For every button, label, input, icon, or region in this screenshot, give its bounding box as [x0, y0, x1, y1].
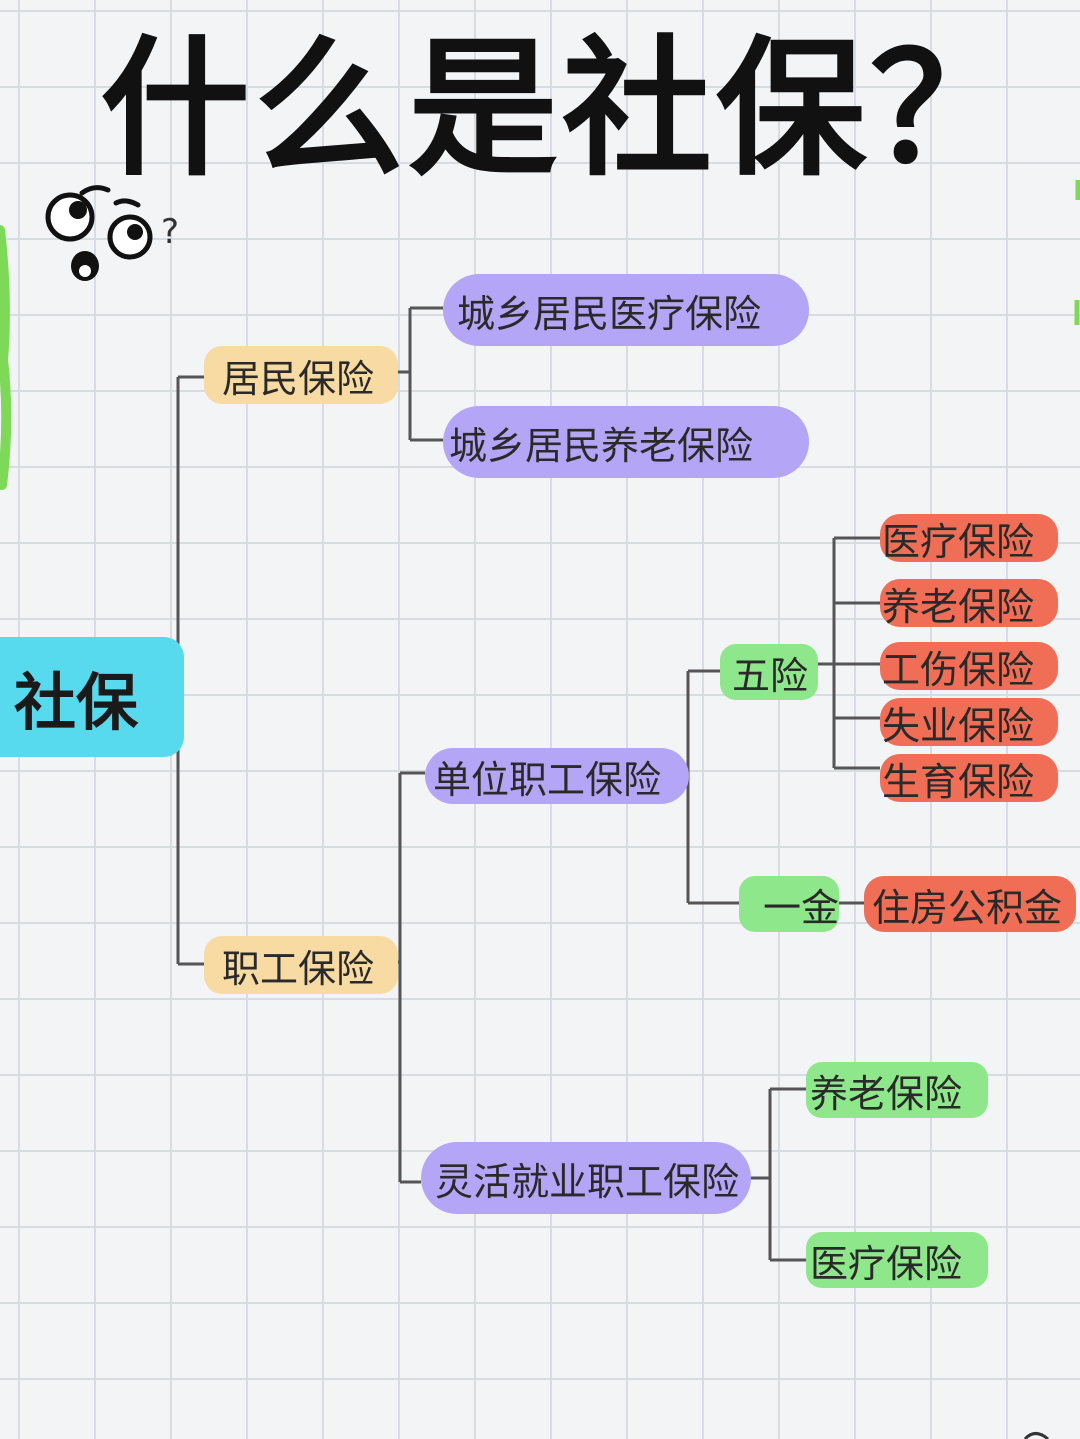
node-urban-rural-medical-label: 城乡居民医疗保险	[457, 291, 762, 336]
node-medical: 医疗保险	[880, 514, 1058, 564]
green-scribble-left	[0, 225, 12, 490]
node-work-injury: 工伤保险	[880, 642, 1058, 692]
node-flex-pension-label: 养老保险	[810, 1071, 963, 1116]
node-urban-rural-medical: 城乡居民医疗保险	[443, 274, 809, 346]
node-work-injury-label: 工伤保险	[882, 647, 1035, 692]
node-flexible-employee-insurance-label: 灵活就业职工保险	[435, 1159, 740, 1204]
node-one-fund: 一金	[739, 876, 839, 932]
node-one-fund-label: 一金	[763, 885, 840, 930]
green-scribble-right	[1074, 180, 1080, 325]
node-flexible-employee-insurance: 灵活就业职工保险	[421, 1142, 751, 1214]
node-medical-label: 医疗保险	[882, 519, 1035, 564]
node-unemployment-label: 失业保险	[882, 703, 1035, 748]
node-five-insurances: 五险	[720, 644, 818, 700]
node-employee-insurance: 职工保险	[204, 936, 398, 994]
node-pension: 养老保险	[880, 579, 1058, 629]
question-mark-icon: ?	[161, 212, 179, 252]
node-urban-rural-pension-label: 城乡居民养老保险	[449, 423, 754, 468]
node-unit-employee-insurance: 单位职工保险	[425, 748, 689, 804]
node-pension-label: 养老保险	[882, 584, 1035, 629]
root-node-label: 社保	[14, 666, 139, 739]
node-flex-medical-label: 医疗保险	[810, 1241, 963, 1286]
node-housing-fund: 住房公积金	[864, 876, 1076, 932]
node-flex-medical: 医疗保险	[806, 1232, 988, 1288]
node-flex-pension: 养老保险	[806, 1062, 988, 1118]
node-housing-fund-label: 住房公积金	[872, 885, 1063, 930]
node-unemployment: 失业保险	[880, 698, 1058, 748]
surprised-face-icon	[45, 185, 153, 281]
node-unit-employee-insurance-label: 单位职工保险	[433, 757, 662, 802]
node-urban-rural-pension: 城乡居民养老保险	[443, 406, 809, 478]
node-maternity-label: 生育保险	[882, 759, 1035, 804]
node-employee-insurance-label: 职工保险	[222, 946, 375, 991]
node-resident-insurance-label: 居民保险	[222, 356, 375, 401]
node-resident-insurance: 居民保险	[204, 346, 398, 404]
corner-circle-fragment	[1023, 1432, 1049, 1439]
node-five-insurances-label: 五险	[732, 653, 809, 698]
page-title: 什么是社保？	[100, 23, 1025, 197]
root-node: 社保	[0, 637, 184, 757]
node-maternity: 生育保险	[880, 754, 1058, 804]
